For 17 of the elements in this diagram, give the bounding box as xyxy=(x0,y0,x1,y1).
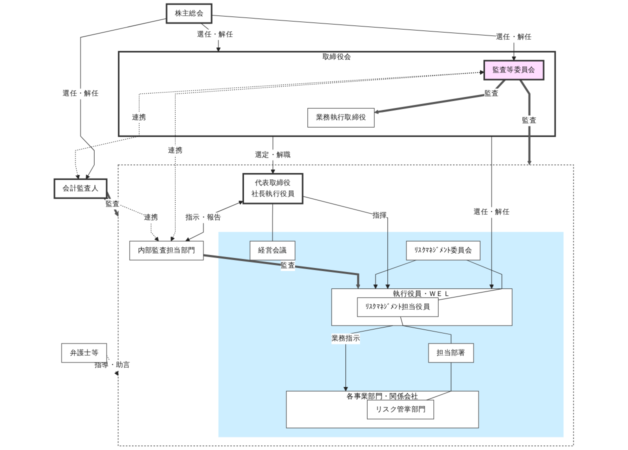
connector xyxy=(400,316,452,344)
arrow xyxy=(185,200,244,242)
arrow xyxy=(373,260,417,289)
connector xyxy=(438,260,502,300)
arrow xyxy=(170,70,484,242)
arrow xyxy=(80,18,167,180)
arrow xyxy=(489,136,494,289)
arrow xyxy=(203,254,360,289)
arrow xyxy=(374,78,506,114)
cluster xyxy=(218,232,564,438)
cluster xyxy=(118,164,574,446)
arrow xyxy=(302,196,390,289)
connector xyxy=(426,362,452,400)
arrow xyxy=(519,79,532,166)
connector xyxy=(272,203,273,242)
arrow xyxy=(103,198,159,242)
arrow xyxy=(211,14,516,61)
